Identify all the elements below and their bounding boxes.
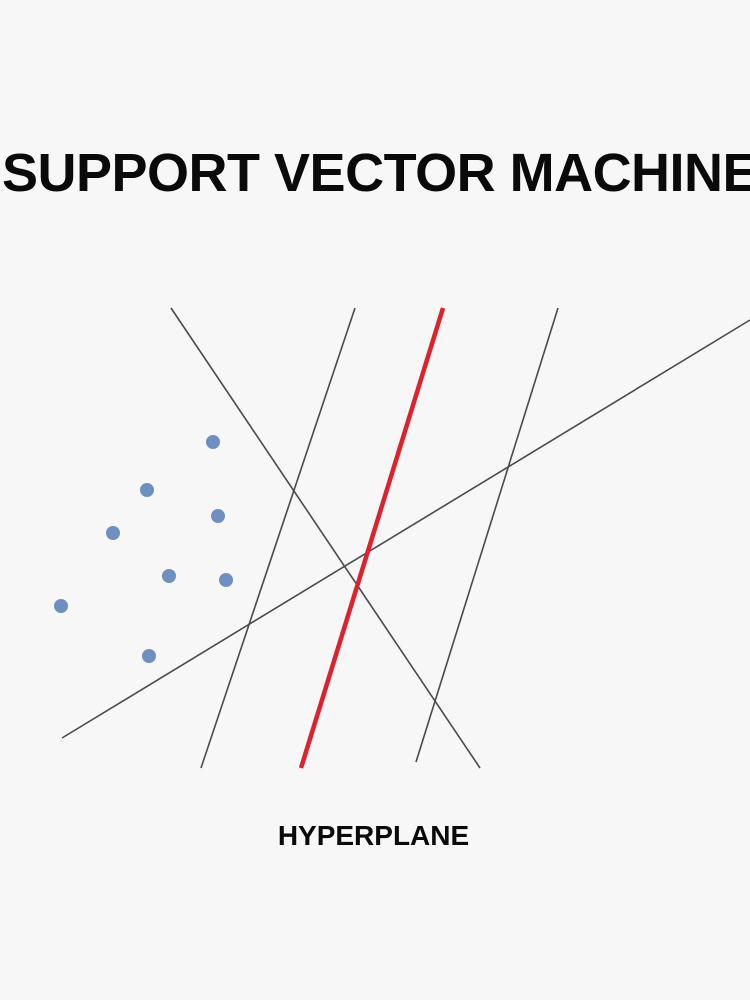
data-point <box>206 435 220 449</box>
data-point <box>54 599 68 613</box>
data-points <box>54 435 233 663</box>
data-point <box>106 526 120 540</box>
data-point <box>219 573 233 587</box>
data-point <box>142 649 156 663</box>
hyperplane-caption: HYPERPLANE <box>277 820 470 851</box>
optimal-hyperplane-line <box>298 307 446 769</box>
candidate-line-shallow <box>61 319 750 739</box>
candidate-line-right-steep <box>415 307 559 763</box>
candidate-line-left-steep <box>200 307 356 769</box>
data-point <box>162 569 176 583</box>
data-point <box>140 483 154 497</box>
data-point <box>211 509 225 523</box>
page-title: SUPPORT VECTOR MACHINE <box>2 143 750 203</box>
candidate-line-descending <box>170 307 481 769</box>
